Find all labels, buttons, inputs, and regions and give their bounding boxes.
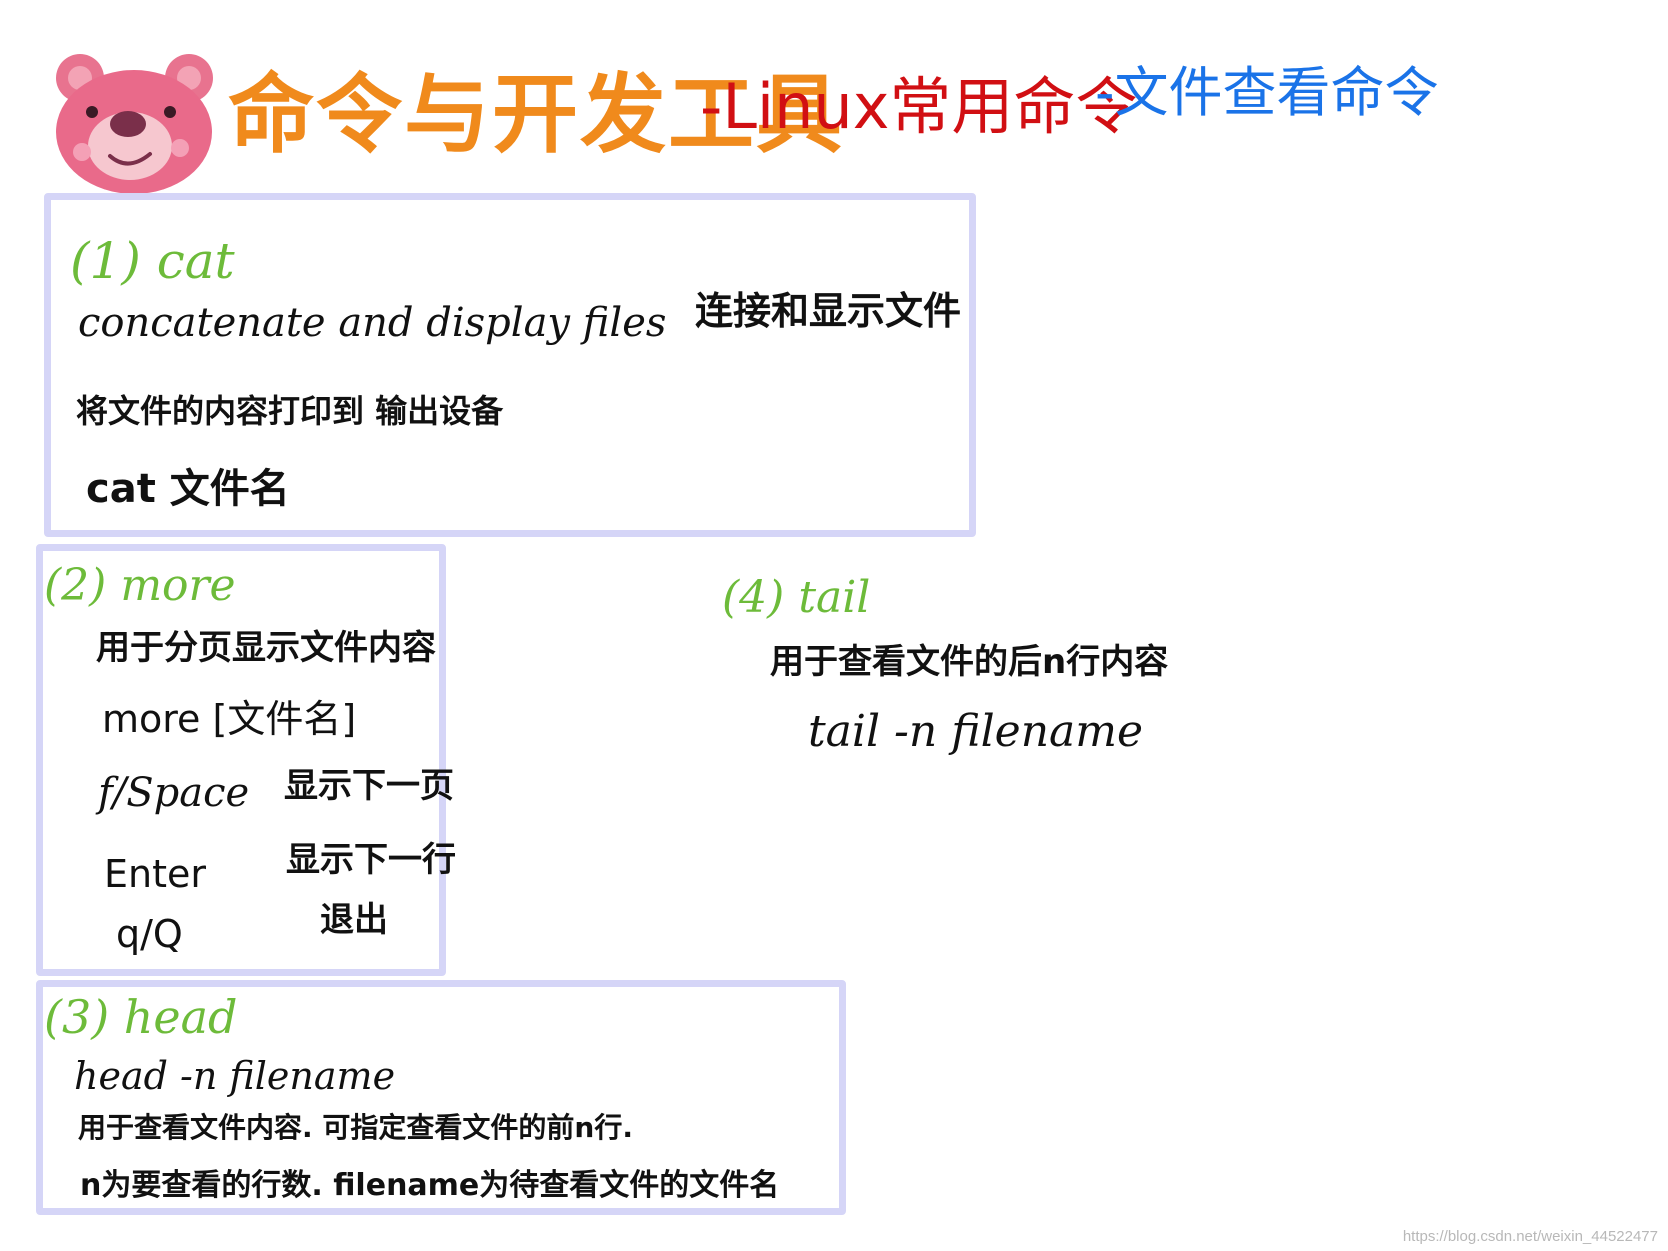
page-title: 命令与开发工具: [228, 65, 844, 165]
more-action-next-line: 显示下一行: [286, 840, 456, 880]
page-subtitle-file-view: -文件查看命令: [1095, 61, 1439, 124]
more-action-next-page: 显示下一页: [284, 766, 454, 806]
page-subtitle-linux: -Linux常用命令: [700, 70, 1138, 143]
tail-description: 用于查看文件的后n行内容: [770, 642, 1169, 682]
head-heading: (3) head: [44, 990, 238, 1044]
tail-heading: (4) tail: [722, 572, 871, 623]
more-key-quit: q/Q: [116, 912, 183, 956]
head-usage: head -n filename: [74, 1054, 396, 1098]
head-note: n为要查看的行数. filename为待查看文件的文件名: [80, 1168, 780, 1203]
lotso-bear-icon: [56, 54, 213, 194]
cat-section: [44, 193, 976, 537]
cat-usage: cat 文件名: [86, 466, 290, 512]
watermark: https://blog.csdn.net/weixin_44522477: [1402, 1228, 1658, 1245]
more-key-enter: Enter: [104, 852, 206, 896]
more-key-space: f/Space: [98, 770, 250, 816]
more-action-quit: 退出: [320, 900, 388, 940]
more-description: 用于分页显示文件内容: [96, 628, 436, 668]
cat-description: 将文件的内容打印到 输出设备: [76, 392, 504, 430]
more-section: [36, 544, 446, 976]
tail-usage: tail -n filename: [808, 706, 1144, 757]
cat-english-name: concatenate and display files: [78, 300, 667, 346]
cat-heading: (1) cat: [70, 232, 235, 290]
more-usage: more [文件名]: [102, 697, 357, 741]
head-description: 用于查看文件内容. 可指定查看文件的前n行.: [78, 1111, 633, 1144]
more-heading: (2) more: [44, 560, 236, 611]
head-section: [36, 980, 846, 1215]
cat-chinese-meaning: 连接和显示文件: [695, 289, 962, 333]
